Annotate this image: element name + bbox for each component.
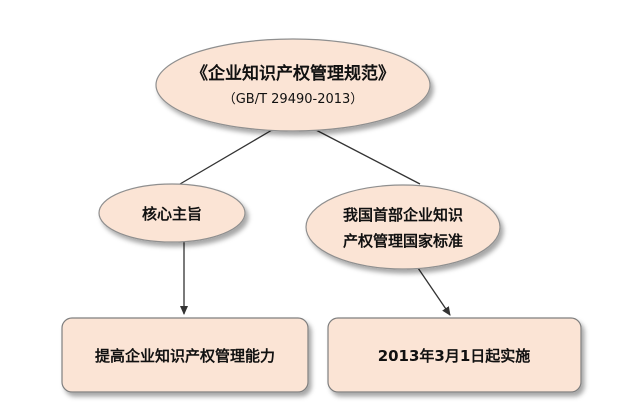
improve-capability-label: 提高企业知识产权管理能力 xyxy=(95,347,275,365)
connector-root-left xyxy=(179,129,273,185)
root-ellipse xyxy=(155,38,431,132)
national-standard-line1: 我国首部企业知识 xyxy=(343,206,463,224)
national-standard-line2: 产权管理国家标准 xyxy=(343,232,463,250)
arrow-right-down xyxy=(417,267,451,316)
connector-root-right xyxy=(315,129,421,185)
root-node: 《企业知识产权管理规范》 （GB/T 29490-2013） xyxy=(155,38,431,132)
improve-capability-box: 提高企业知识产权管理能力 xyxy=(61,317,309,393)
effective-date-rect xyxy=(327,317,582,393)
improve-capability-rect xyxy=(61,317,309,393)
national-standard-ellipse xyxy=(305,184,501,270)
root-title: 《企业知识产权管理规范》 xyxy=(191,63,395,84)
core-purpose-ellipse xyxy=(98,183,246,243)
core-purpose-node: 核心主旨 xyxy=(98,183,246,243)
root-code: （GB/T 29490-2013） xyxy=(223,92,364,107)
effective-date-box: 2013年3月1日起实施 xyxy=(327,317,582,393)
core-purpose-label: 核心主旨 xyxy=(142,205,202,223)
national-standard-node: 我国首部企业知识 产权管理国家标准 xyxy=(305,184,501,270)
effective-date-label: 2013年3月1日起实施 xyxy=(378,347,531,365)
